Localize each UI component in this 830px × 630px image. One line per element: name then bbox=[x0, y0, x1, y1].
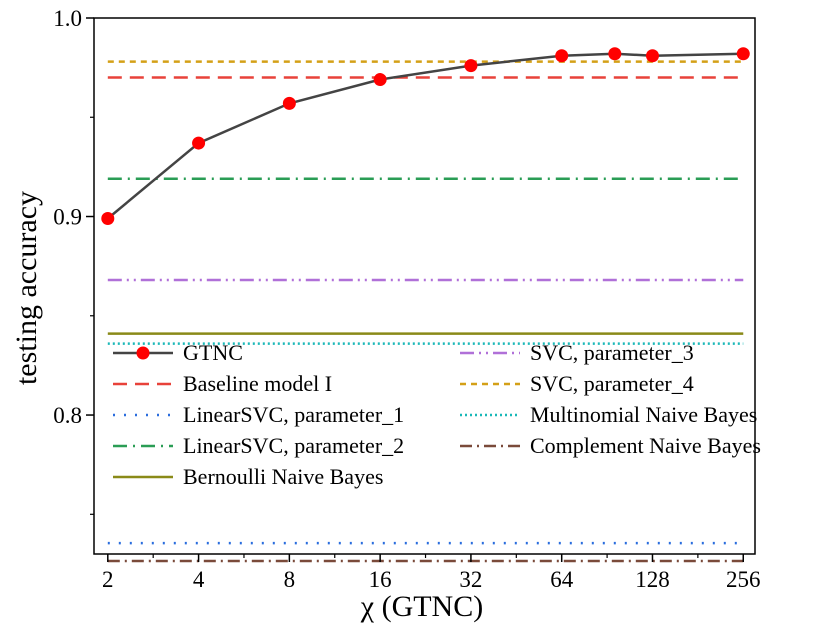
x-tick-label: 64 bbox=[550, 567, 574, 592]
x-tick-label: 256 bbox=[726, 567, 761, 592]
legend-item: Baseline model I bbox=[113, 371, 332, 396]
x-tick-label: 16 bbox=[369, 567, 392, 592]
data-point bbox=[282, 96, 296, 110]
legend-item: Bernoulli Naive Bayes bbox=[113, 464, 383, 489]
data-point bbox=[608, 47, 622, 61]
legend-item: Multinomial Naive Bayes bbox=[460, 402, 757, 427]
legend-item: SVC, parameter_4 bbox=[460, 371, 694, 396]
x-tick-label: 8 bbox=[284, 567, 296, 592]
legend-label: Complement Naive Bayes bbox=[530, 433, 761, 458]
x-tick-label: 4 bbox=[193, 567, 205, 592]
y-axis-title: testing accuracy bbox=[10, 191, 43, 385]
legend-item: GTNC bbox=[113, 340, 243, 365]
legend-label: GTNC bbox=[183, 340, 243, 365]
legend-label: SVC, parameter_4 bbox=[530, 371, 694, 396]
plot-area bbox=[101, 47, 750, 563]
y-tick-label: 1.0 bbox=[53, 6, 82, 31]
legend-label: Bernoulli Naive Bayes bbox=[183, 464, 383, 489]
x-axis-title: χ (GTNC) bbox=[360, 590, 483, 623]
legend-label: Baseline model I bbox=[183, 371, 332, 396]
legend-marker bbox=[136, 346, 150, 360]
x-tick-label: 32 bbox=[459, 567, 482, 592]
legend-item: LinearSVC, parameter_1 bbox=[113, 402, 404, 427]
y-tick-label: 0.8 bbox=[53, 403, 82, 428]
data-point bbox=[373, 73, 387, 87]
legend-item: Complement Naive Bayes bbox=[460, 433, 761, 458]
legend: GTNC Baseline model I LinearSVC, parameter… bbox=[113, 340, 761, 489]
x-tick-label: 2 bbox=[102, 567, 114, 592]
data-point bbox=[645, 49, 659, 63]
plot-frame bbox=[93, 17, 756, 555]
data-point bbox=[736, 47, 750, 61]
legend-item: LinearSVC, parameter_2 bbox=[113, 433, 404, 458]
data-point bbox=[464, 59, 478, 73]
legend-label: Multinomial Naive Bayes bbox=[530, 402, 757, 427]
legend-label: LinearSVC, parameter_1 bbox=[183, 402, 404, 427]
y-tick-label: 0.9 bbox=[53, 205, 82, 230]
data-point bbox=[101, 212, 115, 226]
legend-label: SVC, parameter_3 bbox=[530, 340, 694, 365]
data-point bbox=[555, 49, 569, 63]
x-tick-label: 128 bbox=[635, 567, 670, 592]
data-point bbox=[192, 136, 206, 150]
legend-item: SVC, parameter_3 bbox=[460, 340, 694, 365]
axes: 2 4 8 16 32 64 128 256 0.8 0.9 1.0 bbox=[53, 6, 760, 592]
legend-label: LinearSVC, parameter_2 bbox=[183, 433, 404, 458]
